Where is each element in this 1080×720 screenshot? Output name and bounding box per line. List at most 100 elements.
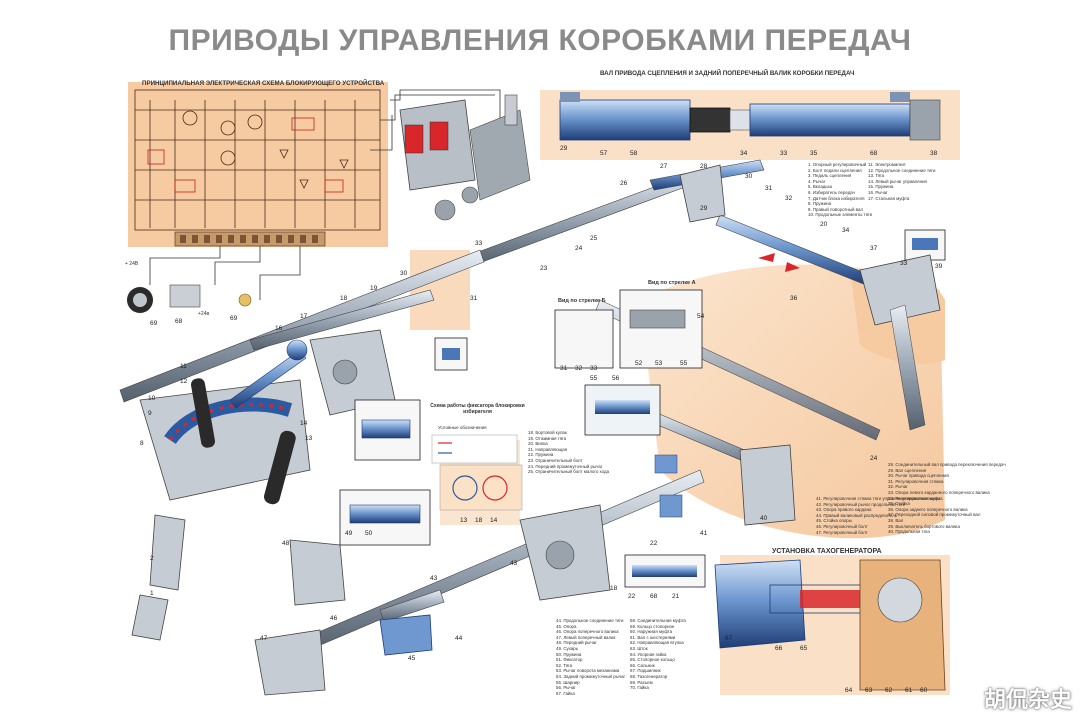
- right-linkages: [679, 164, 941, 526]
- legend-item: 14. Левый рычаг управления: [868, 178, 927, 184]
- selector-sensor-box: [399, 94, 531, 221]
- svg-text:33: 33: [780, 150, 788, 157]
- fixator-scheme-title: Схема работы фиксатора блокировки избира…: [430, 403, 525, 415]
- svg-text:33: 33: [900, 260, 908, 267]
- gear-lever-mechanism: [139, 339, 311, 505]
- legend-item: 7. Датчик блока избирателя: [808, 195, 865, 201]
- legend-item: 49. Сухарь: [556, 645, 579, 651]
- legend-item: 34. Регулировочная муфта: [888, 495, 943, 501]
- clutch-pedal: [131, 514, 346, 641]
- legend-item: 52. Тяга: [556, 662, 573, 668]
- svg-text:9: 9: [148, 410, 152, 417]
- legend-item: 11. Электромагнит: [868, 162, 906, 167]
- legend-item: 12. Продольное соединение тяги: [868, 167, 936, 173]
- legend-item: 20. Вилка: [528, 441, 548, 447]
- svg-text:2: 2: [150, 555, 154, 562]
- svg-text:14: 14: [300, 420, 308, 427]
- legend-item: 42. Регулировочный рычаг продольной тяги: [816, 501, 906, 507]
- svg-text:24: 24: [870, 455, 878, 462]
- svg-text:40: 40: [760, 515, 768, 522]
- legend-item: 35. Стойка: [888, 501, 910, 507]
- svg-text:19: 19: [370, 285, 378, 292]
- legend-item: 1. Опорный регулировочный: [808, 162, 867, 167]
- legend-item: 33. Опора левого карданного поперечного …: [888, 489, 990, 495]
- legend-item: 59. Кольцо стопорное: [630, 623, 675, 629]
- legend-item: 48. Передний рычаг: [556, 640, 597, 646]
- view-a-label: Вид по стрелке А: [648, 280, 696, 286]
- legend-item: 45. Стойка опоры: [816, 518, 852, 524]
- svg-text:67: 67: [725, 635, 733, 642]
- svg-text:41: 41: [700, 530, 708, 537]
- legend-item: 25. Ограничительный болт малого хода: [528, 469, 610, 475]
- legend-item: 37. Переходной силовой промежуточный вал: [888, 512, 981, 518]
- legend-item: 41. Регулировочная стяжка тяги управлени…: [816, 496, 941, 501]
- svg-text:33: 33: [475, 240, 483, 247]
- legend-item: 13. Тяга: [868, 173, 885, 179]
- svg-text:30: 30: [400, 270, 408, 277]
- svg-text:31: 31: [560, 365, 568, 372]
- legend-item: 57. Гайка: [556, 690, 575, 696]
- legend-item: 69. Разъем: [630, 679, 653, 685]
- legend-item: 24. Передний промежуточный рычаг: [528, 463, 603, 469]
- svg-text:1: 1: [150, 590, 154, 597]
- legend-item: 44. Продольное соединение тяги: [556, 618, 624, 623]
- legend-item: 70. Гайка: [630, 685, 649, 691]
- svg-text:57: 57: [600, 150, 608, 157]
- legend-item: 21. Направляющая: [528, 446, 568, 452]
- legend-item: 44. Правый валиковый распределитель: [816, 512, 898, 518]
- svg-text:32: 32: [785, 195, 793, 202]
- legend-item: 67. Подшипник: [630, 668, 661, 674]
- svg-text:11: 11: [180, 363, 187, 370]
- svg-text:29: 29: [560, 145, 568, 152]
- svg-text:27: 27: [660, 163, 668, 170]
- legend-bottom-mid: 58. Соединительная муфта 59. Кольцо стоп…: [630, 618, 686, 691]
- svg-text:54: 54: [697, 313, 705, 320]
- legend-item: 4. Рычаг: [808, 178, 826, 184]
- fixator-scheme-drawing: [431, 434, 523, 511]
- svg-text:21: 21: [672, 593, 680, 600]
- svg-text:55: 55: [590, 375, 598, 382]
- legend-top-right: 1. Опорный регулировочный 2. Болт педали…: [808, 162, 938, 218]
- legend-right-lower: 28. Соединительный вал привода переключе…: [888, 462, 1006, 535]
- legend-item: 28. Соединительный вал привода переключе…: [888, 462, 1006, 467]
- svg-text:18: 18: [340, 295, 348, 302]
- svg-text:32: 32: [575, 365, 583, 372]
- legend-bottom-left: 44. Продольное соединение тяги 45. Опора…: [556, 618, 625, 696]
- svg-text:20: 20: [820, 221, 828, 228]
- legend-item: 68. Тахогенератор: [630, 673, 668, 679]
- svg-text:35: 35: [810, 150, 818, 157]
- svg-text:37: 37: [870, 245, 878, 252]
- svg-text:34: 34: [740, 150, 748, 157]
- svg-text:24: 24: [575, 245, 583, 252]
- legend-item: 22. Пружина: [528, 452, 554, 458]
- legend-item: 23. Ограничительный болт: [528, 457, 583, 463]
- legend-middle: 18. Бортовой кулак 19. Отжимная тяга 20.…: [528, 430, 609, 475]
- legend-item: 64. Упорная гайка: [630, 651, 667, 657]
- svg-text:68: 68: [175, 318, 183, 325]
- svg-text:46: 46: [330, 615, 338, 622]
- svg-text:66: 66: [775, 645, 783, 652]
- svg-text:16: 16: [275, 325, 283, 332]
- svg-text:45: 45: [408, 655, 416, 662]
- legend-item: 32. Рычаг: [888, 484, 908, 490]
- svg-text:33: 33: [590, 365, 598, 372]
- legend-item: 63. Шток: [630, 645, 648, 651]
- legend-item: 61. Вал с шестернями: [630, 634, 676, 640]
- legend-item: 3. Педаль сцепления: [808, 173, 852, 179]
- svg-text:12: 12: [180, 378, 188, 385]
- svg-text:55: 55: [680, 360, 688, 367]
- svg-text:22: 22: [628, 593, 636, 600]
- svg-text:68: 68: [870, 150, 878, 157]
- wires: [149, 89, 501, 300]
- svg-text:10: 10: [148, 395, 156, 402]
- legend-item: 6. Избиратель передач: [808, 189, 855, 195]
- svg-text:38: 38: [930, 150, 938, 157]
- legend-right-lower-2: 41. Регулировочная стяжка тяги управлени…: [816, 496, 940, 535]
- legend-item: 15. Пружина: [868, 184, 894, 190]
- svg-text:52: 52: [635, 360, 643, 367]
- svg-text:43: 43: [430, 575, 438, 582]
- electric-scheme-panel: [128, 82, 388, 247]
- legend-item: 17. Стальная муфта: [868, 195, 910, 201]
